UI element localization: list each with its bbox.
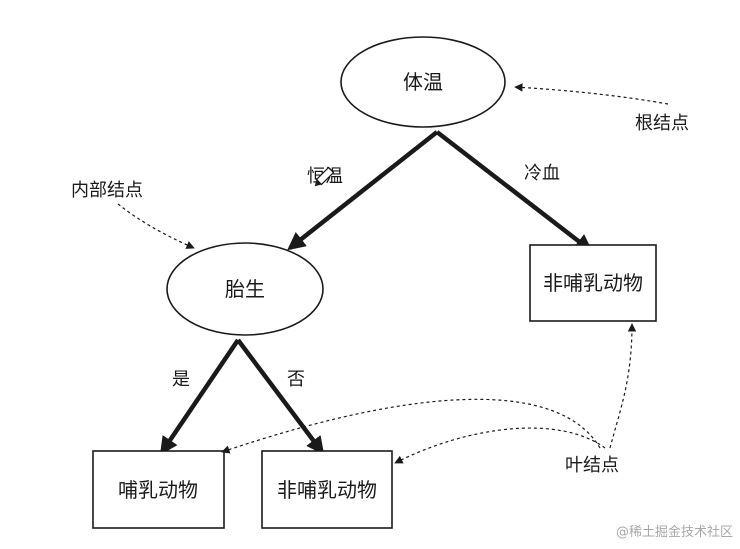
edge-label-yes: 是 xyxy=(172,369,190,390)
leaf-node-nonmammal xyxy=(261,450,393,529)
pen-cursor-icon xyxy=(314,166,335,187)
pointer-leaf-to-mammal xyxy=(221,398,601,454)
leaf-node-mammal-label: 哺乳动物 xyxy=(118,478,198,502)
annotation-internal-node: 内部结点 xyxy=(71,180,143,201)
annotation-root-node: 根结点 xyxy=(635,113,689,134)
leaf-node-cold xyxy=(529,244,657,322)
internal-node xyxy=(166,242,324,336)
leaf-node-cold-label: 非哺乳动物 xyxy=(543,271,643,295)
watermark: @稀土掘金技术社区 xyxy=(616,524,733,540)
pointer-root-node xyxy=(514,83,669,105)
leaf-node-nonmammal-label: 非哺乳动物 xyxy=(277,478,377,502)
pointer-leaf-to-cold xyxy=(609,323,637,449)
annotation-leaf-node: 叶结点 xyxy=(565,455,619,476)
root-node xyxy=(340,36,506,128)
edge-root-to-internal xyxy=(287,130,439,251)
edge-internal-to-leaf-mammal xyxy=(159,338,240,455)
internal-node-label: 胎生 xyxy=(225,277,265,301)
leaf-node-mammal xyxy=(92,450,225,529)
edge-label-cold: 冷血 xyxy=(524,163,560,184)
pointer-internal-node xyxy=(117,203,195,249)
edge-internal-to-leaf-nonmammal xyxy=(236,338,325,455)
root-node-label: 体温 xyxy=(403,70,443,94)
pointer-leaf-to-nonmammal xyxy=(394,427,606,464)
edge-root-to-leaf-cold xyxy=(435,130,593,253)
edge-label-no: 否 xyxy=(287,369,305,390)
